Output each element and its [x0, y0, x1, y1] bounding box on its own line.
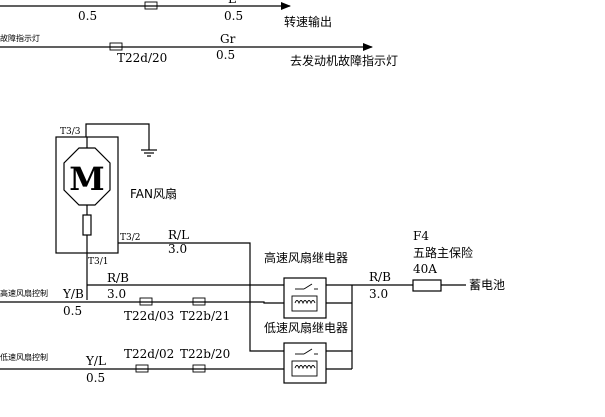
wire-yl-conn2: T22b/20 — [180, 347, 230, 361]
fault-lamp-wire-color: Gr — [220, 32, 236, 46]
fuse-id: F4 — [413, 229, 429, 243]
fan-pin-t3-2: T3/2 — [120, 233, 141, 243]
wire-yl-conn1: T22d/02 — [124, 347, 174, 361]
fan-assembly: T3/3 M FAN风扇 T3/2 T3/1 — [55, 123, 177, 300]
low-relay-box — [283, 342, 327, 384]
fault-lamp-connector: T22d/20 — [117, 51, 167, 65]
wire-rl-gauge: 3.0 — [168, 242, 187, 256]
wire-rb-batt-gauge: 3.0 — [369, 287, 388, 301]
high-relay-box — [283, 277, 327, 319]
high-relay-label: 高速风扇继电器 — [264, 250, 348, 265]
fuse-rating: 40A — [413, 262, 437, 276]
wire-rl-color: R/L — [168, 228, 189, 242]
speed-output-label: 转速输出 — [284, 14, 332, 29]
wire-yb-gauge: 0.5 — [63, 304, 82, 318]
connector-t22b-21 — [192, 297, 206, 306]
fan-pin-t3-3: T3/3 — [60, 127, 81, 137]
connector-t22b-20 — [192, 364, 206, 373]
motor-symbol — [63, 147, 111, 206]
high-speed-control-label: 高速风扇控制 — [0, 288, 48, 298]
top-wire-1-gauge-left: 0.5 — [78, 9, 97, 23]
fan-label: FAN风扇 — [130, 186, 177, 201]
wire-yb: 高速风扇控制 Y/B 0.5 T22d/03 T22b/21 — [0, 287, 284, 323]
top-wire-fault-lamp: 故障指示灯 T22d/20 Gr 0.5 去发动机故障指示灯 — [0, 32, 398, 68]
wire-rb-fan-gauge: 3.0 — [107, 287, 126, 301]
connector-t22d-03 — [139, 297, 153, 306]
high-speed-relay: 高速风扇继电器 — [264, 250, 348, 319]
low-relay-label: 低速风扇继电器 — [264, 320, 348, 335]
wire-yb-conn1: T22d/03 — [124, 309, 174, 323]
wire-rl: R/L 3.0 — [118, 228, 284, 352]
motor-letter: M — [69, 160, 104, 198]
wire-yl-color: Y/L — [85, 354, 106, 368]
wire-yb-conn2: T22b/21 — [180, 309, 230, 323]
fan-pin-t3-1: T3/1 — [88, 257, 109, 267]
top-wire-1-color: L — [228, 0, 236, 6]
wire-yl-gauge: 0.5 — [86, 371, 105, 385]
low-speed-relay: 低速风扇继电器 — [264, 320, 348, 384]
connector-t22d-02 — [135, 364, 149, 373]
wire-rb-fan: R/B 3.0 — [87, 271, 284, 301]
fuse-symbol — [412, 279, 442, 292]
fault-lamp-wire-gauge: 0.5 — [216, 48, 235, 62]
fan-resistor — [82, 214, 92, 236]
battery-label: 蓄电池 — [469, 278, 505, 292]
fuse-name: 五路主保险 — [413, 245, 473, 260]
wire-rb-fan-color: R/B — [107, 271, 129, 285]
wire-yl: 低速风扇控制 Y/L 0.5 T22d/02 T22b/20 — [0, 347, 284, 385]
fuse-f4: F4 五路主保险 40A — [412, 229, 473, 292]
wire-rb-batt-color: R/B — [369, 270, 391, 284]
fault-lamp-dest-label: 去发动机故障指示灯 — [290, 53, 398, 68]
battery-bus: R/B 3.0 — [326, 270, 466, 370]
top-wire-speed-output: 0.5 L 0.5 转速输出 — [0, 0, 332, 29]
wire-yb-color: Y/B — [62, 287, 84, 301]
low-speed-control-label: 低速风扇控制 — [0, 352, 48, 362]
top-wire-1-gauge-right: 0.5 — [224, 9, 243, 23]
fault-lamp-source-label: 故障指示灯 — [0, 33, 40, 43]
